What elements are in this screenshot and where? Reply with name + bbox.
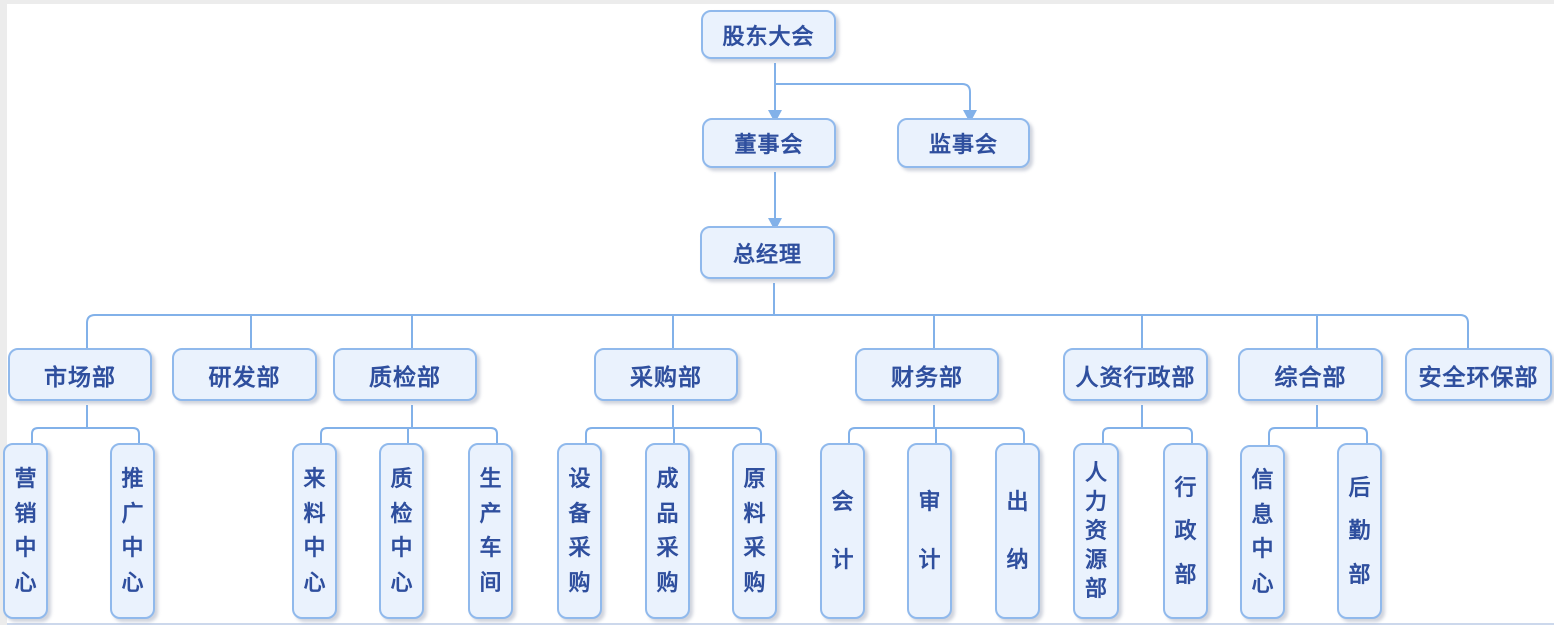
org-node-dept-hr-admin[interactable]: 人资行政部 <box>1063 348 1208 401</box>
connectors-layer <box>31 63 1469 447</box>
org-node-dept-safety-environment[interactable]: 安全环保部 <box>1405 348 1552 401</box>
org-node-dept-procurement[interactable]: 采购部 <box>594 348 738 401</box>
org-node-dept-rnd[interactable]: 研发部 <box>172 348 317 401</box>
org-node-accounting[interactable]: 会计 <box>820 443 865 619</box>
org-node-information-center[interactable]: 信息中心 <box>1240 445 1285 619</box>
connector-bus <box>86 314 1469 352</box>
org-node-marketing-center[interactable]: 营销中心 <box>3 443 48 619</box>
org-node-supervisory-board[interactable]: 监事会 <box>897 118 1030 168</box>
org-node-incoming-material-center[interactable]: 来料中心 <box>292 443 337 619</box>
org-node-general-manager[interactable]: 总经理 <box>700 226 835 279</box>
org-node-shareholders-meeting[interactable]: 股东大会 <box>701 10 836 59</box>
org-node-finished-goods-procurement[interactable]: 成品采购 <box>645 443 690 619</box>
connector-quality-children <box>320 405 498 447</box>
connector-root-supervisory <box>775 83 971 111</box>
org-node-audit[interactable]: 审计 <box>907 443 952 619</box>
org-node-administration-dept[interactable]: 行政部 <box>1163 443 1208 619</box>
connector-bus-drops <box>250 315 1318 352</box>
connector-marketing-children <box>31 405 140 447</box>
org-node-raw-material-procurement[interactable]: 原料采购 <box>732 443 777 619</box>
org-node-dept-quality[interactable]: 质检部 <box>333 348 477 401</box>
org-node-dept-general-affairs[interactable]: 综合部 <box>1238 348 1383 401</box>
org-node-dept-finance[interactable]: 财务部 <box>855 348 999 401</box>
org-node-logistics-dept[interactable]: 后勤部 <box>1337 443 1382 619</box>
connector-finance-children <box>848 405 1025 447</box>
org-node-board-of-directors[interactable]: 董事会 <box>702 118 836 168</box>
org-node-production-workshop[interactable]: 生产车间 <box>468 443 513 619</box>
org-node-cashier[interactable]: 出纳 <box>995 443 1040 619</box>
connector-hr-children <box>1102 405 1193 447</box>
org-node-quality-inspection-center[interactable]: 质检中心 <box>379 443 424 619</box>
org-node-equipment-procurement[interactable]: 设备采购 <box>557 443 602 619</box>
org-node-human-resources-dept[interactable]: 人力资源部 <box>1073 443 1119 619</box>
org-node-dept-marketing[interactable]: 市场部 <box>8 348 152 401</box>
org-chart-canvas: 股东大会 董事会 监事会 总经理 市场部 研发部 质检部 采购部 财务部 人资行… <box>3 4 1554 625</box>
connector-general-children <box>1268 405 1368 447</box>
connector-procurement-children <box>585 405 762 447</box>
org-node-promotion-center[interactable]: 推广中心 <box>110 443 155 619</box>
